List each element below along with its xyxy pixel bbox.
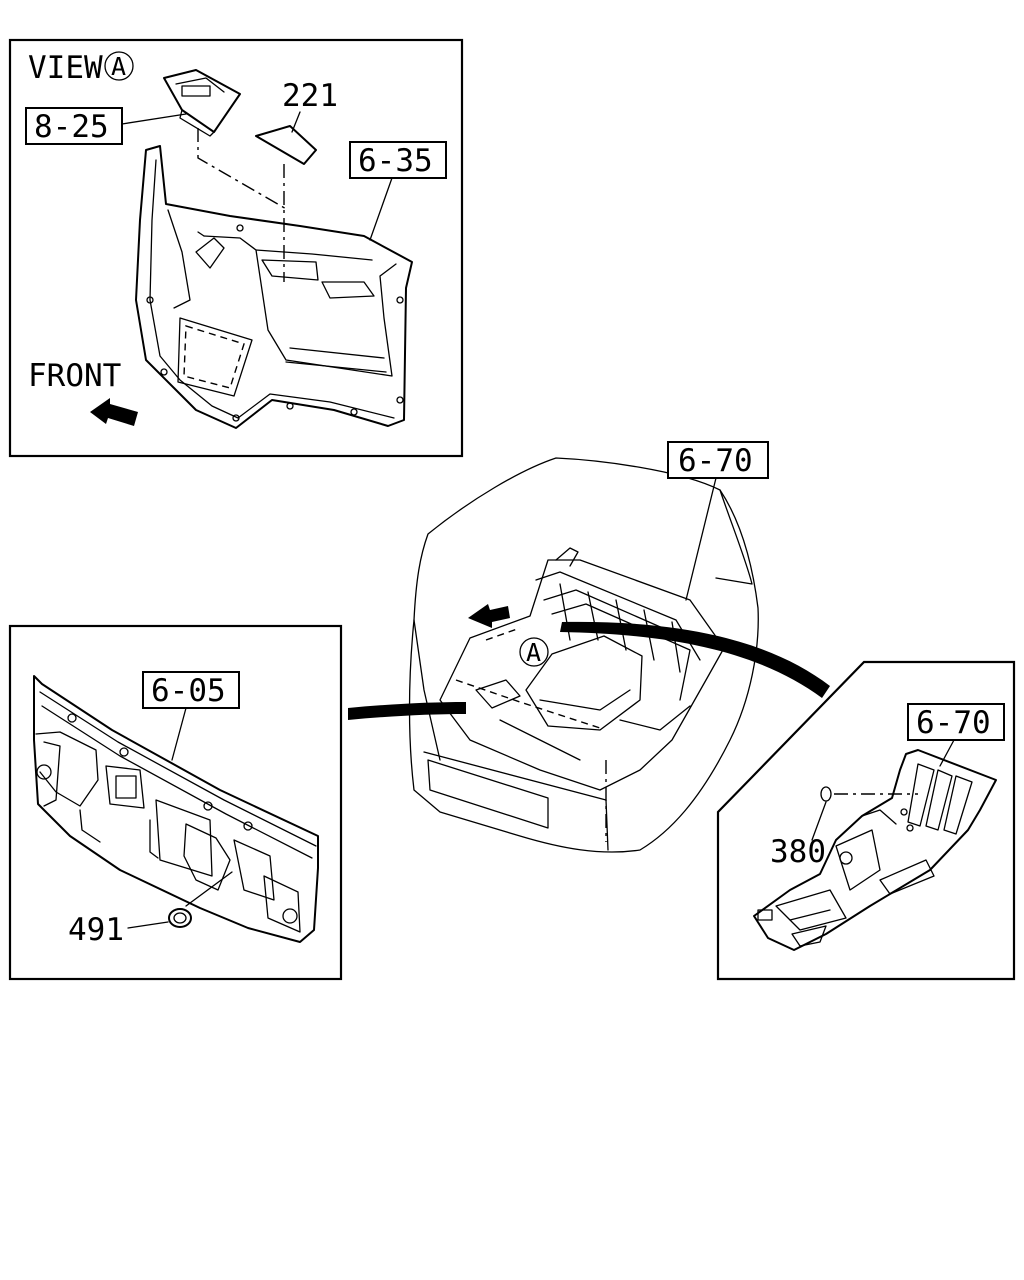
plug-leader (811, 801, 827, 841)
floor-detail-leader (939, 739, 955, 767)
switch-ref-box (25, 107, 123, 145)
floor-detail-box: 6-70 380 (716, 660, 1016, 981)
door-trim-ref-box (349, 141, 447, 179)
plug-part (820, 786, 832, 802)
dash-panel-leader (171, 707, 187, 761)
plug-part-label: 380 (770, 834, 826, 870)
floor-marker-circle (519, 637, 549, 667)
floor-ref-main-label: 6-70 (678, 443, 753, 479)
grommet-part (168, 908, 192, 928)
front-label: FRONT (28, 358, 121, 394)
floor-main-leader (685, 477, 717, 601)
cover-part (255, 125, 317, 165)
floor-ref-main-box (667, 441, 769, 479)
grommet-leader (127, 921, 169, 929)
door-trim-panel (135, 145, 413, 429)
view-marker-circle (104, 51, 134, 81)
floor-marker-label: A (526, 638, 541, 667)
grommet-part-label: 491 (68, 912, 124, 948)
door-trim-leader (369, 177, 393, 241)
dash-panel-box: 6-05 491 (8, 624, 343, 981)
grommet-mount-line (185, 871, 233, 907)
dash-panel-frame (8, 624, 343, 981)
view-label: VIEW (28, 50, 103, 86)
dash-panel-ref-box (142, 671, 240, 709)
cab-overview: A 6-70 (348, 441, 830, 853)
switch-leader (121, 113, 187, 125)
view-a-panel: VIEW A 8-25 221 (8, 38, 464, 458)
pointer-to-floor-detail (560, 621, 830, 698)
dash-panel-part (33, 675, 319, 943)
floor-ref-detail-label: 6-70 (916, 705, 991, 741)
floor-ref-detail-box (907, 703, 1005, 741)
view-a-frame (8, 38, 464, 458)
floor-panel-part (753, 749, 997, 951)
switch-mount-line (197, 128, 289, 211)
cover-leader (291, 111, 301, 133)
door-trim-ref-label: 6-35 (358, 143, 433, 179)
switch-ref-label: 8-25 (34, 109, 109, 145)
floor-detail-frame (716, 660, 1016, 981)
front-arrow-icon (90, 398, 138, 426)
view-marker-label: A (111, 52, 126, 81)
cab-front-arrow-icon (468, 604, 510, 628)
dash-panel-ref-label: 6-05 (151, 673, 226, 709)
window-switch-part (163, 69, 241, 137)
cover-part-label: 221 (282, 78, 338, 114)
pointer-to-dash-panel (348, 702, 466, 720)
